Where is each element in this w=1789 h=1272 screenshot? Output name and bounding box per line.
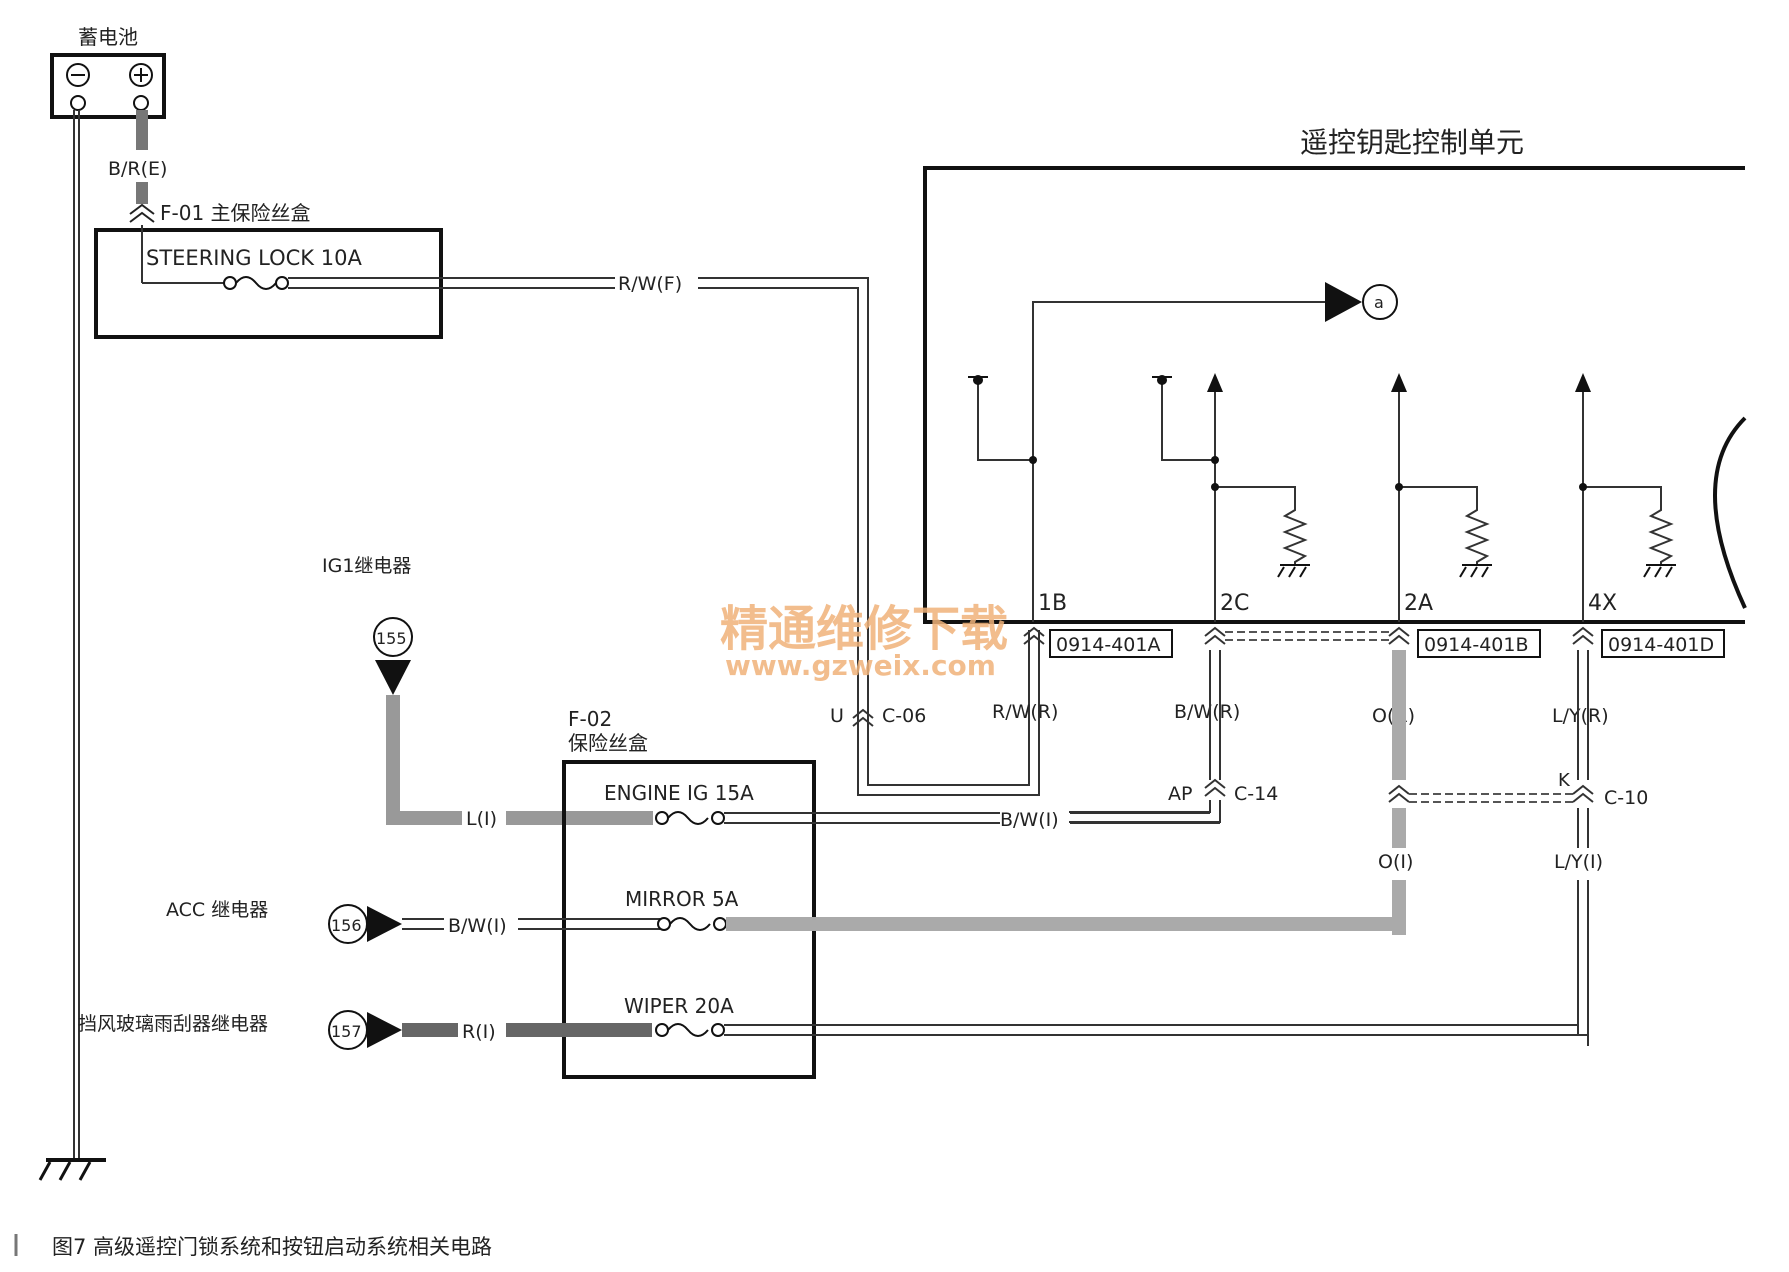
pin-4x-label: 4X [1588, 591, 1617, 616]
node-156-label: 156 [331, 916, 362, 935]
fuse-icon [667, 811, 709, 825]
connector-box [1601, 629, 1725, 658]
pin-2a-label: 2A [1404, 591, 1433, 616]
fuse-box2-code: F-02 [568, 707, 612, 731]
connector-0914-401d: 0914-401D [1608, 634, 1714, 656]
connector-box [1049, 629, 1173, 658]
resistor-icon [1399, 486, 1490, 565]
ly-r-wire-label: L/Y(R) [1552, 705, 1609, 727]
c10-label: C-10 [1604, 787, 1648, 809]
wiper-fuse-label: WIPER 20A [624, 994, 734, 1018]
arrow-up-icon [1391, 373, 1407, 392]
arrow-up-icon [1207, 373, 1223, 392]
engine-out-wire-label: B/W(I) [1000, 809, 1059, 831]
watermark-url: www.gzweix.com [725, 649, 996, 682]
rw-r-wire-label: R/W(R) [992, 701, 1058, 723]
main-fuse-box [94, 228, 443, 339]
engine-ig-fuse-label: ENGINE IG 15A [604, 781, 754, 805]
mirror-fuse-label: MIRROR 5A [625, 887, 739, 911]
fuse-icon [235, 276, 277, 290]
c06-label: C-06 [882, 705, 926, 727]
node-155 [373, 617, 413, 657]
ly-i-wire-label: L/Y(I) [1554, 851, 1603, 873]
c10-pin-label: K [1558, 770, 1571, 791]
connector-0914-401b: 0914-401B [1424, 634, 1529, 656]
battery-title: 蓄电池 [78, 25, 138, 49]
pin-1b-label: 1B [1038, 591, 1067, 616]
o-i-wire-label: O(I) [1378, 851, 1413, 873]
connector-0914-401a: 0914-401A [1056, 634, 1160, 656]
watermark-title: 精通维修下载 [720, 601, 1008, 657]
steering-lock-fuse-label: STEERING LOCK 10A [146, 246, 362, 270]
battery-wire-label: B/R(E) [108, 158, 167, 180]
fuse-box2-title: 保险丝盒 [568, 731, 648, 755]
control-unit-title: 遥控钥匙控制单元 [1300, 126, 1524, 159]
r-i-wire-label: R(I) [462, 1021, 496, 1043]
c06-pin-label: U [830, 705, 844, 727]
resistor-icon [1583, 486, 1674, 565]
node-157-label: 157 [331, 1022, 362, 1041]
arrow-up-icon [1575, 373, 1591, 392]
ground-icon [38, 1158, 106, 1181]
ig1-relay-title: IG1继电器 [322, 555, 411, 577]
acc-relay-title: ACC 继电器 [166, 899, 268, 921]
bw-r-wire-label: B/W(R) [1174, 701, 1240, 723]
signal-a-label: a [1374, 293, 1384, 312]
l-i-wire-label: L(I) [466, 808, 497, 830]
figure-caption: 图7 高级遥控门锁系统和按钮启动系统相关电路 [52, 1235, 492, 1259]
c14-pin-label: AP [1168, 783, 1192, 805]
control-unit-box [923, 166, 1745, 624]
battery-plus-icon [129, 63, 153, 87]
main-fuse-title: F-01 主保险丝盒 [160, 201, 311, 225]
battery-minus-icon [66, 63, 90, 87]
battery: 蓄电池 [50, 25, 166, 119]
fuse-icon [669, 917, 711, 931]
node-155-label: 155 [376, 629, 407, 648]
c14-label: C-14 [1234, 783, 1278, 805]
pin-2c-label: 2C [1220, 591, 1249, 616]
wiper-relay-title: 挡风玻璃雨刮器继电器 [78, 1013, 268, 1035]
resistor-icon [1215, 486, 1308, 565]
acc-wire-label: B/W(I) [448, 915, 507, 937]
connector-box [1417, 629, 1541, 658]
fuse-icon [667, 1023, 709, 1037]
rw-f-wire-label: R/W(F) [618, 273, 682, 295]
